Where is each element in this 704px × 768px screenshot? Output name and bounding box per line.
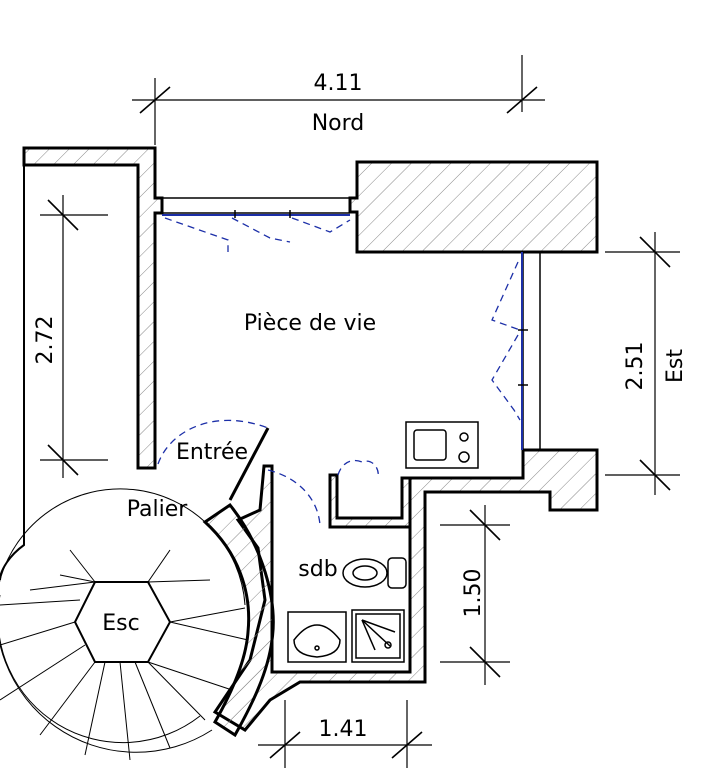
north-window [162,197,350,218]
washbasin [287,611,347,663]
walls [22,146,599,738]
dimension-bathroom-width: 1.41 [319,717,368,742]
dimension-west-depth: 2.72 [33,316,58,365]
spiral-staircase [0,165,249,761]
west-wall [22,146,164,470]
orientation-est: Est [663,349,688,383]
dimension-east-depth: 2.51 [623,342,648,391]
room-label-piece-de-vie: Pièce de vie [244,311,376,336]
orientation-nord: Nord [312,111,365,136]
landing-curve-wall [202,502,275,738]
dimension-north-width: 4.11 [314,71,363,96]
bathroom-partition [328,473,412,529]
room-label-esc: Esc [102,611,139,636]
east-window [518,252,541,450]
dimension-lines [40,55,680,768]
room-label-sdb: sdb [298,557,337,582]
room-label-palier: Palier [127,497,189,522]
kitchenette [405,421,479,469]
room-label-entree: Entrée [176,440,248,465]
shower [351,609,405,663]
entrance-door-leaf[interactable] [228,427,270,501]
door-swings [157,217,521,526]
north-east-wall [348,160,599,254]
toilet [342,557,407,589]
dimension-bathroom-depth: 1.50 [461,569,486,618]
